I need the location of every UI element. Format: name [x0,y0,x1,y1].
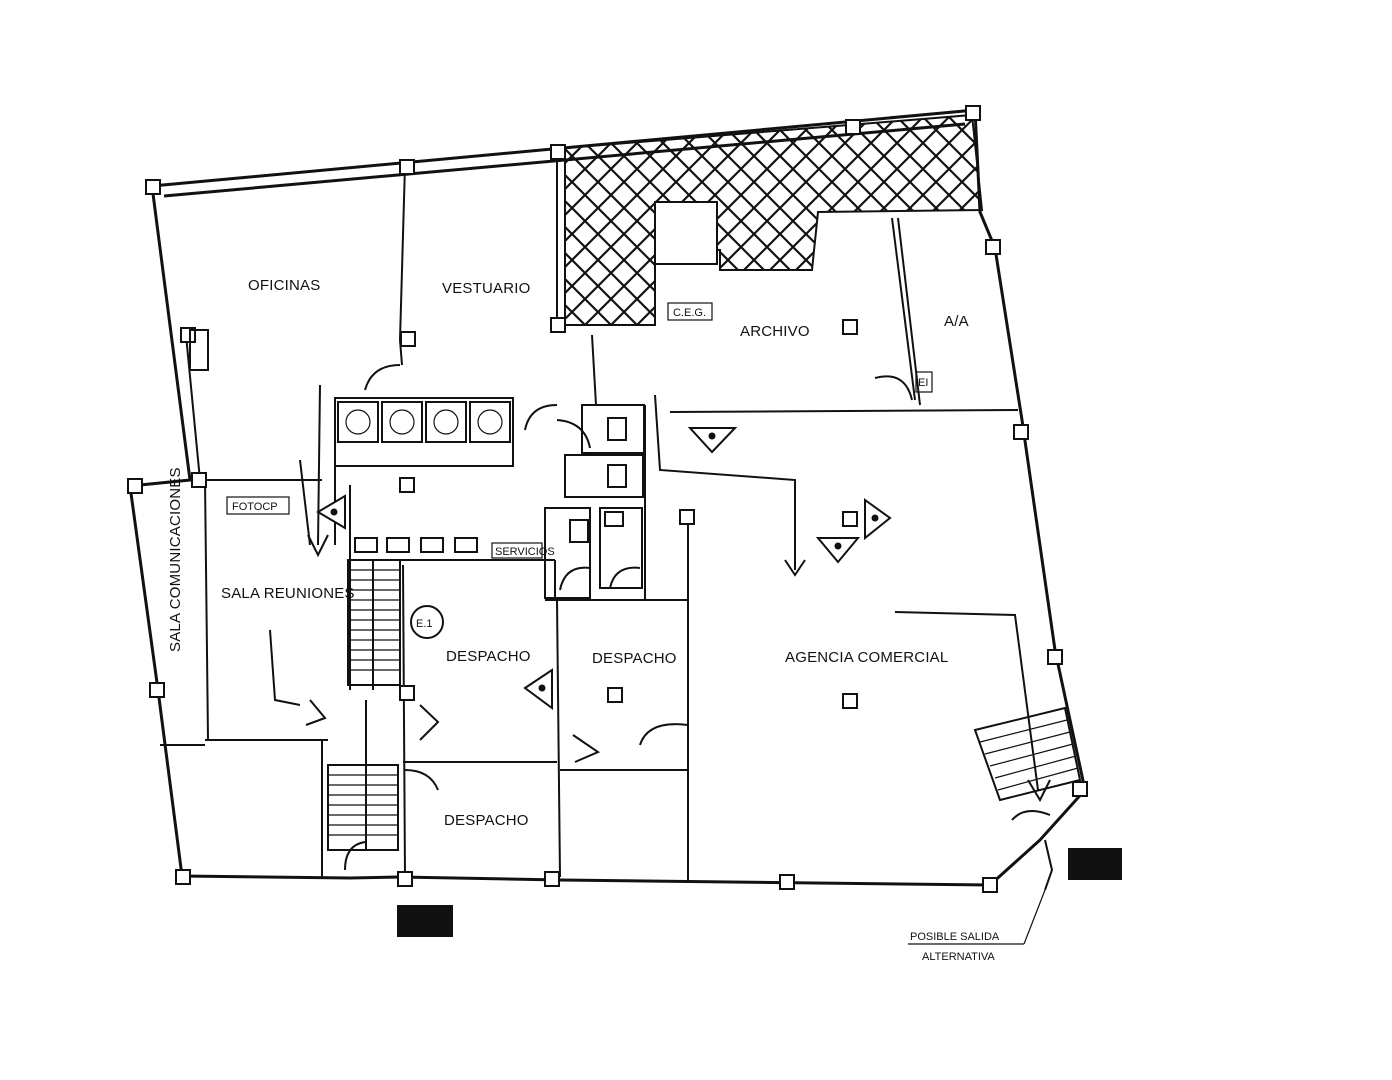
service-units [189,329,627,553]
label-servicios: SERVICIOS [495,546,555,558]
label-oficinas: OFICINAS [248,277,320,294]
black-markers [397,848,1122,937]
label-ceg: C.E.G. [673,307,706,319]
label-fotocp: FOTOCP [232,501,278,513]
evacuation-arrows [269,384,1054,891]
label-despacho-1: DESPACHO [446,648,531,665]
label-despacho-3: DESPACHO [444,812,529,829]
stairs-alternative [973,706,1082,802]
interior-walls [160,150,1019,880]
note-salida-line1: POSIBLE SALIDA [910,931,1000,943]
label-archivo: ARCHIVO [740,323,810,340]
label-vestuario: VESTUARIO [442,280,530,297]
exit-note: POSIBLE SALIDA ALTERNATIVA [908,889,1046,963]
label-despacho-2: DESPACHO [592,650,677,667]
label-ei: EI [918,377,928,389]
label-e1: E.1 [416,618,433,630]
stairs-main [327,559,401,851]
emergency-triangles [316,427,892,710]
label-agencia-comercial: AGENCIA COMERCIAL [785,649,948,666]
label-sala-comunicaciones: SALA COMUNICACIONES [167,467,184,652]
note-salida-line2: ALTERNATIVA [922,951,995,963]
doors [305,364,1051,871]
label-aa: A/A [944,313,969,330]
room-labels: OFICINAS VESTUARIO ARCHIVO A/A C.E.G. FO… [167,277,969,829]
columns [127,105,1088,893]
hatched-patio [564,113,984,326]
label-sala-reuniones: SALA REUNIONES [221,585,355,602]
